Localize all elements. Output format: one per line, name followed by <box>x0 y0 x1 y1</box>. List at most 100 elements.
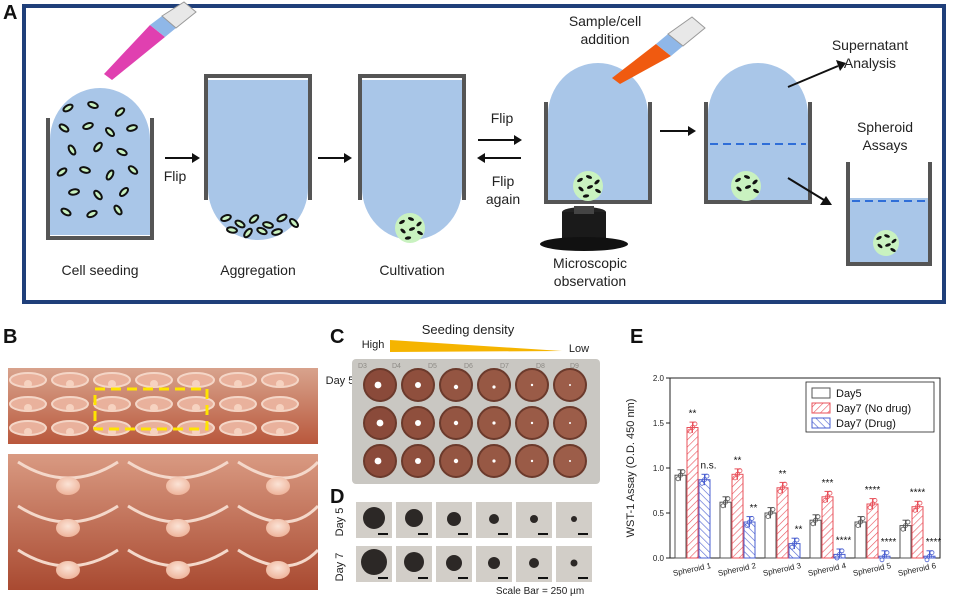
bar <box>719 501 732 559</box>
data-point <box>917 500 923 506</box>
scale-bar-label: Scale Bar = 250 µm <box>495 586 585 597</box>
data-point <box>837 551 842 557</box>
zoom-region-box <box>93 387 209 431</box>
data-point <box>822 497 828 503</box>
label-supernatant: Supernatant <box>831 37 909 53</box>
svg-text:D5: D5 <box>428 363 437 370</box>
y-tick-label: 0.5 <box>653 509 665 518</box>
y-tick-label: 0.0 <box>653 554 665 563</box>
label-sample-addition: Sample/cell addition <box>555 12 655 48</box>
category-label: Spheroid 1 <box>672 561 712 578</box>
arrow-spheroid <box>787 177 825 201</box>
data-point <box>855 523 861 529</box>
category-label: Spheroid 3 <box>762 561 802 578</box>
data-point <box>747 519 752 525</box>
data-point <box>699 480 705 486</box>
label-analysis: Analysis <box>843 55 897 71</box>
data-point <box>905 519 911 525</box>
y-tick-label: 2.0 <box>653 374 665 383</box>
data-point <box>680 469 686 475</box>
density-gradient-triangle <box>390 340 562 352</box>
data-point <box>702 477 707 483</box>
label-cultivation: Cultivation <box>379 262 445 278</box>
data-point <box>882 553 887 559</box>
label-supernatant-analysis: Supernatant Analysis <box>815 36 925 72</box>
y-tick-label: 1.5 <box>653 419 665 428</box>
data-point <box>765 514 771 520</box>
label-flip-2: Flip <box>490 110 514 126</box>
data-point <box>725 496 731 502</box>
category-label: Spheroid 5 <box>852 561 892 578</box>
bar <box>911 506 924 559</box>
data-point <box>872 497 878 503</box>
significance-drug: n.s. <box>700 461 716 472</box>
category-label: Spheroid 2 <box>717 561 757 578</box>
bar <box>731 473 744 559</box>
data-point <box>768 510 773 516</box>
sample-tube <box>544 63 652 204</box>
panel-a-diagram <box>22 1 946 304</box>
bar <box>764 512 777 559</box>
data-point <box>839 548 845 554</box>
label-sample-cell: Sample/cell <box>568 13 642 29</box>
data-point <box>813 517 818 523</box>
significance-no-drug: ** <box>734 455 742 466</box>
panel-a-frame <box>22 4 946 304</box>
label-flip-again: Flip again <box>478 172 528 208</box>
legend-swatch <box>811 387 831 399</box>
pipette-pink-icon <box>104 1 197 80</box>
data-point <box>687 428 693 434</box>
label-flip-1: Flip <box>163 168 187 184</box>
data-point <box>744 523 750 529</box>
svg-text:D7: D7 <box>500 363 509 370</box>
svg-text:D9: D9 <box>570 363 579 370</box>
category-label: Spheroid 6 <box>897 561 937 578</box>
high-label: High <box>361 339 385 351</box>
arrow-supernatant <box>787 65 839 88</box>
label-spheroid-assays: Spheroid Assays <box>840 118 930 154</box>
bar <box>776 487 789 559</box>
panel-d-micrographs <box>356 502 592 582</box>
significance-drug: **** <box>881 537 897 548</box>
data-point <box>704 473 710 479</box>
data-point <box>690 425 695 430</box>
data-point <box>720 503 726 509</box>
significance-drug: **** <box>836 535 852 546</box>
data-point <box>879 557 885 563</box>
data-point <box>780 485 785 491</box>
svg-text:D3: D3 <box>358 363 367 370</box>
data-point <box>815 514 821 520</box>
significance-no-drug: **** <box>910 488 926 499</box>
data-point <box>870 501 875 507</box>
day5-label-c: Day 5 <box>325 375 355 387</box>
data-point <box>777 488 783 494</box>
data-point <box>732 475 738 481</box>
bar <box>821 496 834 559</box>
data-point <box>884 550 890 556</box>
bar <box>674 474 687 559</box>
data-point <box>735 471 740 477</box>
label-microscopic: Microscopic <box>553 255 627 271</box>
aggregation-tube <box>204 74 312 240</box>
low-label: Low <box>568 343 590 355</box>
day5-label-d: Day 5 <box>334 507 346 537</box>
bar <box>698 479 711 559</box>
cultivation-tube <box>358 74 466 243</box>
data-point <box>789 544 795 550</box>
bar <box>866 503 879 559</box>
data-point <box>900 526 906 532</box>
panel-c-letter: C <box>330 326 345 348</box>
data-point <box>827 490 833 496</box>
legend-swatch <box>811 417 831 429</box>
data-point <box>924 557 930 563</box>
data-point <box>675 476 681 482</box>
significance-no-drug: **** <box>865 485 881 496</box>
microscope-objective-icon <box>540 206 628 251</box>
label-addition: addition <box>580 31 630 47</box>
data-point <box>860 515 866 521</box>
data-point <box>737 468 743 474</box>
label-flip-again-1: Flip <box>491 173 515 189</box>
label-assays: Assays <box>862 137 908 153</box>
label-cell-seeding: Cell seeding <box>61 262 139 278</box>
